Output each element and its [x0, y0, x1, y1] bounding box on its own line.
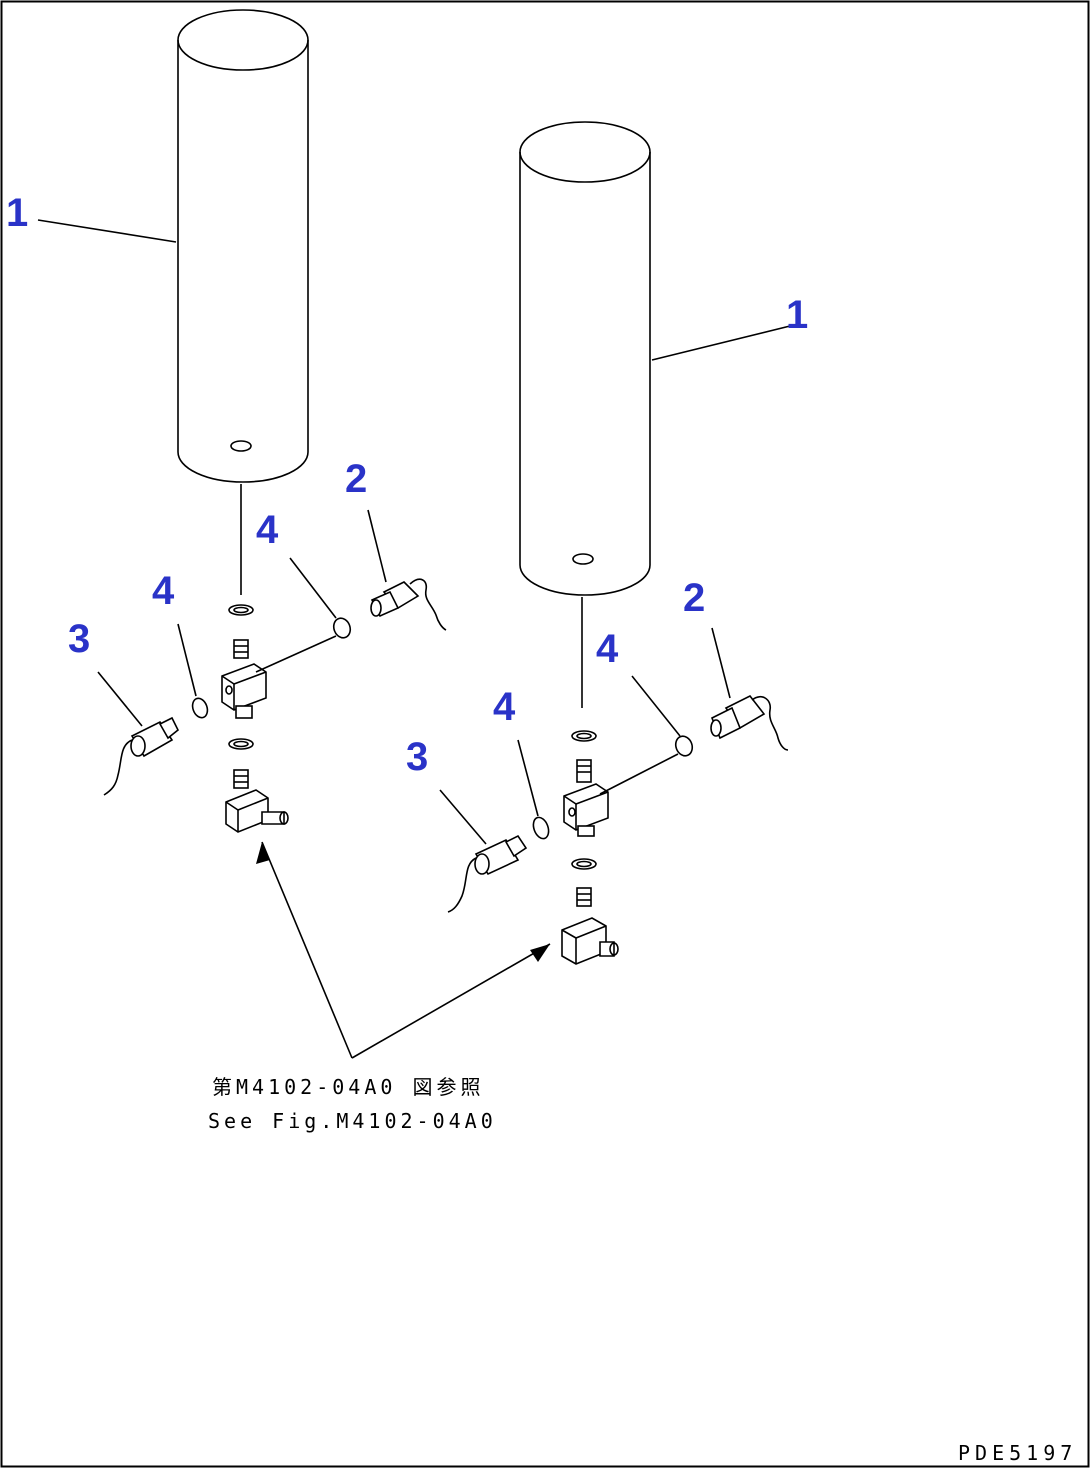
arrowhead-left: [256, 842, 270, 864]
right-sensor-3: [447, 834, 528, 913]
label-right-sensor-2: 2: [683, 576, 705, 620]
right-valve-block: [563, 759, 609, 837]
label-left-cylinder: 1: [6, 191, 28, 235]
label-right-sensor-3: 3: [406, 735, 428, 779]
right-oring-right: [674, 735, 694, 757]
left-sensor-2: [370, 578, 447, 631]
label-left-sensor-3: 3: [68, 617, 90, 661]
left-oring-left: [191, 697, 209, 719]
drawing-id: PDE5197: [958, 1441, 1077, 1465]
right-oring-top: [571, 730, 597, 742]
right-oring-bottom: [571, 858, 597, 870]
arrowhead-right: [530, 944, 550, 962]
left-sensor-3: [103, 716, 180, 796]
left-cylinder: [177, 9, 309, 483]
leader-lines: [37, 219, 791, 845]
label-left-oring-upper: 4: [256, 508, 279, 552]
left-elbow-fitting: [225, 769, 289, 833]
label-left-oring-lower: 4: [152, 569, 175, 613]
reference-english: See Fig.M4102-04A0: [208, 1109, 497, 1133]
left-oring-bottom: [228, 738, 254, 750]
label-right-oring-lower: 4: [493, 685, 516, 729]
reference-arrows: [256, 841, 551, 1059]
left-oring-right: [332, 617, 352, 639]
right-cylinder: [519, 121, 651, 596]
left-valve-block: [221, 639, 267, 719]
reference-japanese: 第M4102-04A0 図参照: [212, 1075, 484, 1099]
right-oring-left: [532, 816, 550, 840]
label-left-sensor-2: 2: [345, 457, 367, 501]
label-right-cylinder: 1: [786, 293, 808, 337]
right-sensor-2: [710, 694, 789, 751]
right-elbow-fitting: [561, 887, 619, 965]
left-oring-top: [228, 604, 254, 616]
label-right-oring-upper: 4: [596, 627, 619, 671]
